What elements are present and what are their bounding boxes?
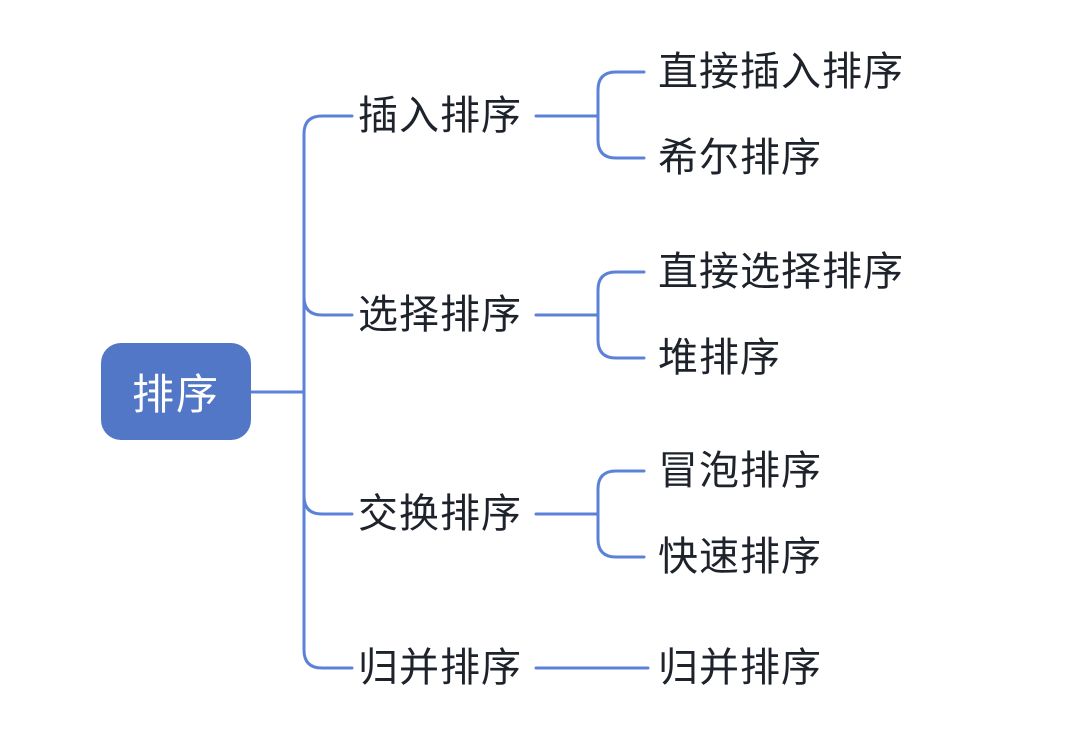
branch-join-line-3 bbox=[302, 494, 354, 516]
leaf-node-quick-sort[interactable]: 快速排序 bbox=[658, 535, 822, 579]
root-node[interactable]: 排序 bbox=[131, 371, 220, 418]
leaf-node-heap-sort[interactable]: 堆排序 bbox=[658, 336, 781, 380]
root-node-box[interactable] bbox=[101, 343, 251, 440]
branch-node-exchange-sort[interactable]: 交换排序 bbox=[358, 492, 522, 536]
leaf-node-bubble-sort[interactable]: 冒泡排序 bbox=[658, 449, 822, 493]
branch-join-line-2 bbox=[302, 295, 354, 317]
trunk-line bbox=[302, 114, 354, 670]
branch-node-selection-sort[interactable]: 选择排序 bbox=[358, 293, 522, 337]
leaf-node-direct-selection-sort[interactable]: 直接选择排序 bbox=[658, 250, 904, 294]
bracket-line-2 bbox=[596, 270, 646, 360]
leaf-node-shell-sort[interactable]: 希尔排序 bbox=[658, 136, 822, 180]
branch-node-merge-sort[interactable]: 归并排序 bbox=[358, 646, 522, 690]
bracket-line-1 bbox=[596, 70, 646, 160]
leaf-node-merge-sort[interactable]: 归并排序 bbox=[658, 646, 822, 690]
leaf-node-direct-insertion-sort[interactable]: 直接插入排序 bbox=[658, 50, 904, 94]
bracket-line-3 bbox=[596, 469, 646, 559]
branch-node-insertion-sort[interactable]: 插入排序 bbox=[358, 94, 522, 138]
